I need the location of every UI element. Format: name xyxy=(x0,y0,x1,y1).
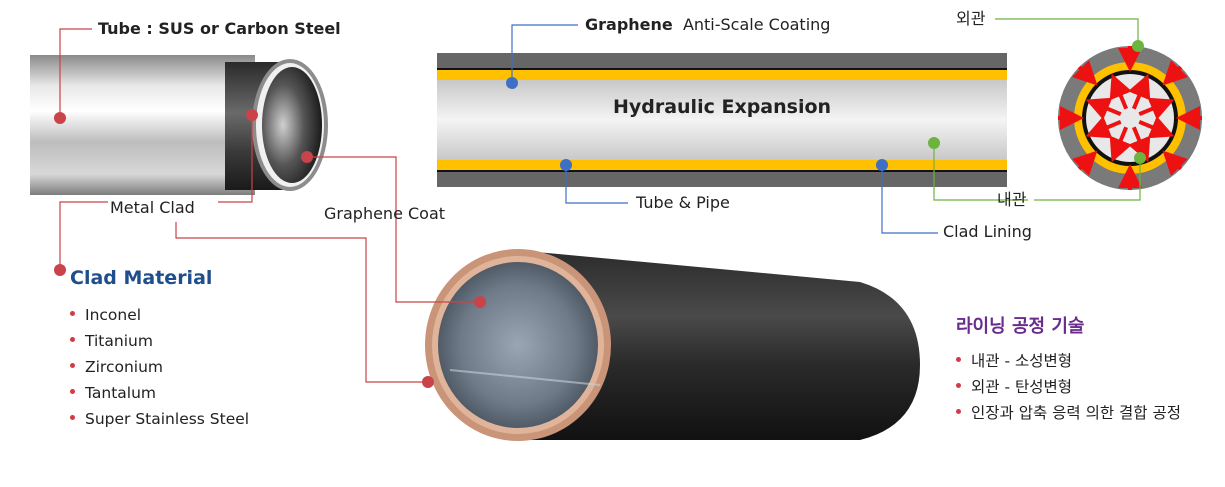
list-item: 외관 - 탄성변형 xyxy=(956,374,1181,400)
marker-pipe-wall xyxy=(422,376,434,388)
label-graphene-coat: Graphene Coat xyxy=(324,204,446,223)
list-item: Super Stainless Steel xyxy=(70,406,249,432)
inner-pressure-arrow xyxy=(1138,116,1175,139)
marker-outer xyxy=(1132,40,1144,52)
marker-inner xyxy=(1134,152,1146,164)
inner-pressure-arrow xyxy=(1109,73,1132,110)
outer-pressure-arrow xyxy=(1072,60,1098,86)
bullet-dot xyxy=(956,409,961,414)
large-pipe-illustration xyxy=(425,249,920,441)
inner-arrows xyxy=(1085,73,1175,163)
list-item: 인장과 압축 응력 의한 결합 공정 xyxy=(956,400,1181,426)
outer-pressure-arrow xyxy=(1162,150,1188,176)
hydraulic-expansion-section xyxy=(437,53,1007,187)
list-item-text: 외관 - 탄성변형 xyxy=(971,378,1073,396)
inner-pressure-arrow xyxy=(1085,97,1122,120)
label-hydraulic-expansion: Hydraulic Expansion xyxy=(612,96,832,118)
inner-pressure-arrow xyxy=(1128,73,1151,110)
outer-pressure-arrow xyxy=(1072,150,1098,176)
list-item-text: Super Stainless Steel xyxy=(85,410,250,428)
leader-lines xyxy=(59,18,1141,383)
bullet-dot xyxy=(70,415,75,420)
list-item-text: 인장과 압축 응력 의한 결합 공정 xyxy=(971,404,1182,422)
clad-material-list: Inconel Titanium Zirconium Tantalum Supe… xyxy=(70,302,249,432)
label-metal-clad: Metal Clad xyxy=(110,198,195,217)
bullet-dot xyxy=(70,337,75,342)
marker-tube xyxy=(54,112,66,124)
marker-tube-pipe xyxy=(560,159,572,171)
bullet-dot xyxy=(956,383,961,388)
inner-pressure-arrow xyxy=(1128,126,1151,163)
label-outer-tube: 외관 xyxy=(956,9,986,28)
label-clad-lining: Clad Lining xyxy=(943,222,1032,241)
lining-process-list: 내관 - 소성변형 외관 - 탄성변형 인장과 압축 응력 의한 결합 공정 xyxy=(956,348,1181,426)
list-item: Titanium xyxy=(70,328,249,354)
list-item-text: Zirconium xyxy=(85,358,164,376)
bullet-dot xyxy=(70,311,75,316)
marker-graphene-coat xyxy=(301,151,313,163)
list-item-text: Inconel xyxy=(85,306,142,324)
marker-graphene xyxy=(506,77,518,89)
bullet-dot xyxy=(956,357,961,362)
marker-inner-tube xyxy=(928,137,940,149)
cross-section-illustration xyxy=(1058,46,1202,190)
label-graphene-coating: Graphene Anti-Scale Coating xyxy=(585,15,830,35)
label-tube: Tube : SUS or Carbon Steel xyxy=(98,19,341,38)
inner-pressure-arrow xyxy=(1085,116,1122,139)
list-item-text: Tantalum xyxy=(85,384,157,402)
inner-pressure-arrow xyxy=(1138,97,1175,120)
inner-pressure-arrow xyxy=(1109,126,1132,163)
marker-clad-material xyxy=(54,264,66,276)
markers xyxy=(54,40,1146,388)
clad-material-title: Clad Material xyxy=(70,267,213,289)
bullet-dot xyxy=(70,389,75,394)
label-anti-scale: Anti-Scale Coating xyxy=(682,15,831,34)
outer-arrows xyxy=(1058,46,1202,190)
label-graphene: Graphene xyxy=(585,15,673,34)
marker-pipe-bore xyxy=(474,296,486,308)
marker-clad-lining xyxy=(876,159,888,171)
label-inner-tube: 내관 xyxy=(997,190,1027,209)
list-item: Inconel xyxy=(70,302,249,328)
list-item: 내관 - 소성변형 xyxy=(956,348,1181,374)
marker-metal-clad xyxy=(246,109,258,121)
outer-pressure-arrow xyxy=(1162,60,1188,86)
bullet-dot xyxy=(70,363,75,368)
label-tube-pipe: Tube & Pipe xyxy=(636,193,730,212)
list-item-text: 내관 - 소성변형 xyxy=(971,352,1073,370)
lining-process-title: 라이닝 공정 기술 xyxy=(956,316,1085,337)
small-tube-illustration xyxy=(30,55,328,195)
list-item-text: Titanium xyxy=(85,332,153,350)
list-item: Zirconium xyxy=(70,354,249,380)
list-item: Tantalum xyxy=(70,380,249,406)
